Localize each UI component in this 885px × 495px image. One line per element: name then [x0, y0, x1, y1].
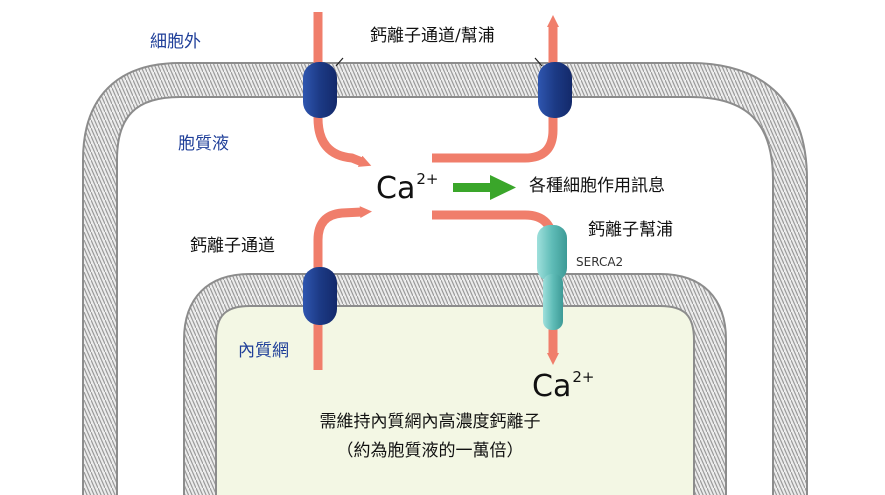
- plasma-membrane: [82, 62, 808, 495]
- calcium-ion-cytoplasm: Ca2+: [376, 172, 438, 204]
- note-line-2: （約為胞質液的一萬倍）: [336, 441, 524, 461]
- er-membrane: [183, 273, 727, 495]
- calcium-charge: 2+: [572, 368, 595, 386]
- signal-arrow: [453, 175, 516, 200]
- er-channel-label: 鈣離子通道: [190, 236, 275, 256]
- calcium-ion-er: Ca2+: [532, 370, 594, 402]
- signal-label: 各種細胞作用訊息: [529, 176, 665, 196]
- calcium-charge: 2+: [416, 170, 439, 188]
- release-arrow-er: [313, 206, 372, 370]
- note-line-1: 需維持內質網內高濃度鈣離子: [319, 412, 541, 432]
- efflux-arrow-plasma: [432, 15, 559, 163]
- calcium-symbol: Ca: [532, 369, 572, 404]
- cytoplasm-label: 胞質液: [178, 134, 229, 154]
- serca2-pump: [537, 225, 567, 330]
- plasma-calcium-pump: [534, 57, 572, 118]
- plasma-calcium-channel: [303, 57, 344, 118]
- er-lumen: [200, 290, 710, 495]
- extracellular-label: 細胞外: [150, 32, 201, 52]
- er-pump-label: 鈣離子幫浦: [588, 220, 673, 240]
- er-label: 內質網: [238, 341, 289, 361]
- calcium-symbol: Ca: [376, 171, 416, 206]
- serca2-label: SERCA2: [576, 255, 624, 269]
- pm-channel-pump-label: 鈣離子通道/幫浦: [370, 26, 495, 46]
- influx-arrow-plasma: [313, 12, 372, 167]
- er-calcium-channel: [303, 267, 337, 325]
